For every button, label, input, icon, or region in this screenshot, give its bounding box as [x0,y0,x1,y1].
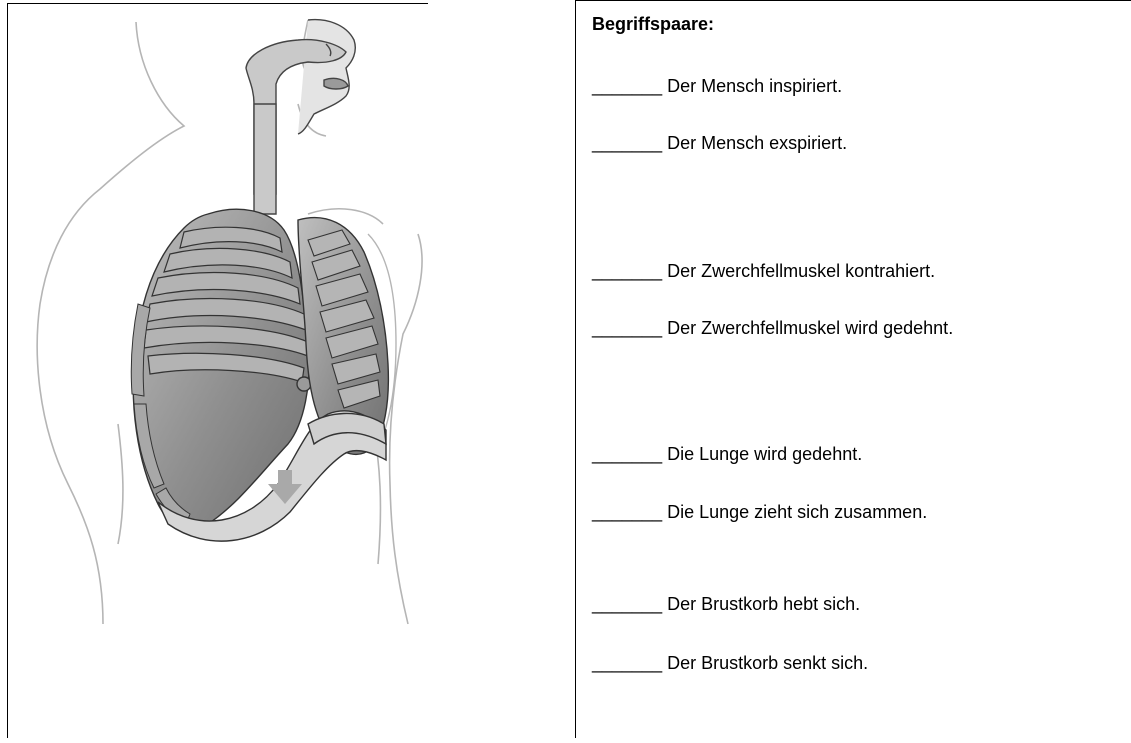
table-column-divider [575,0,576,738]
statement-text: Der Zwerchfellmuskel wird gedehnt. [667,318,953,338]
statement-text: Der Brustkorb hebt sich. [667,594,860,614]
answer-blank[interactable]: _______ [592,261,667,281]
answer-blank[interactable]: _______ [592,133,667,153]
statements-panel: Begriffspaare: _______ Der Mensch inspir… [592,0,1131,738]
statement-text: Der Mensch inspiriert. [667,76,842,96]
statement-row: _______ Der Mensch inspiriert. [592,76,842,97]
answer-blank[interactable]: _______ [592,653,667,673]
worksheet-heading: Begriffspaare: [592,14,714,35]
statement-text: Die Lunge zieht sich zusammen. [667,502,927,522]
answer-blank[interactable]: _______ [592,444,667,464]
statement-row: _______ Die Lunge zieht sich zusammen. [592,502,927,523]
statement-row: _______ Der Mensch exspiriert. [592,133,847,154]
trachea [254,104,276,214]
answer-blank[interactable]: _______ [592,318,667,338]
statement-row: _______ Der Zwerchfellmuskel kontrahiert… [592,261,935,282]
statement-text: Der Mensch exspiriert. [667,133,847,153]
respiration-illustration [8,4,574,738]
statement-text: Der Zwerchfellmuskel kontrahiert. [667,261,935,281]
statement-row: _______ Die Lunge wird gedehnt. [592,444,862,465]
lungs-diagram [8,4,574,738]
statement-text: Die Lunge wird gedehnt. [667,444,862,464]
answer-blank[interactable]: _______ [592,502,667,522]
statement-row: _______ Der Brustkorb hebt sich. [592,594,860,615]
answer-blank[interactable]: _______ [592,76,667,96]
statement-text: Der Brustkorb senkt sich. [667,653,868,673]
statement-row: _______ Der Zwerchfellmuskel wird gedehn… [592,318,953,339]
statement-row: _______ Der Brustkorb senkt sich. [592,653,868,674]
answer-blank[interactable]: _______ [592,594,667,614]
